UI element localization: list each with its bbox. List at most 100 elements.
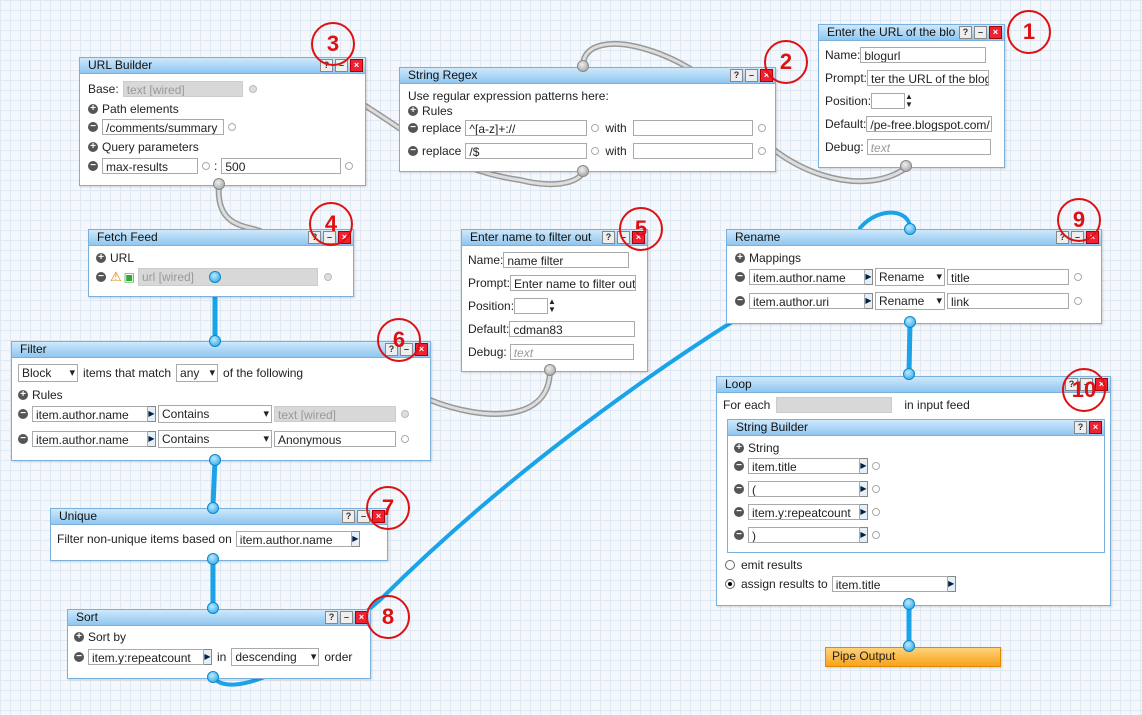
- sort-direction-select[interactable]: descending: [231, 648, 320, 666]
- default-input[interactable]: cdman83: [509, 321, 636, 337]
- match-mode-select[interactable]: any: [176, 364, 219, 382]
- field-dropdown-icon[interactable]: ▶: [351, 531, 360, 547]
- filter-input-terminal[interactable]: [209, 335, 221, 347]
- feed-add-icon[interactable]: ▣: [123, 270, 135, 284]
- debug-input[interactable]: text: [509, 344, 634, 360]
- regex-pattern-input[interactable]: ^[a-z]+://: [465, 120, 588, 136]
- add-icon[interactable]: +: [408, 106, 418, 116]
- fetch-feed-output-terminal[interactable]: [209, 271, 221, 283]
- field-dropdown-icon[interactable]: ▶: [148, 431, 156, 447]
- rule-value-terminal[interactable]: [401, 410, 409, 418]
- pipe-output-input-terminal[interactable]: [903, 640, 915, 652]
- pattern-terminal[interactable]: [591, 147, 600, 155]
- name-input[interactable]: name filter: [503, 252, 630, 268]
- sort-field-input[interactable]: item.y:repeatcount: [88, 649, 204, 665]
- field-dropdown-icon[interactable]: ▶: [204, 649, 212, 665]
- remove-icon[interactable]: −: [408, 146, 418, 156]
- sort-output-terminal[interactable]: [207, 671, 219, 683]
- regex-replacement-input[interactable]: [632, 120, 753, 136]
- close-icon[interactable]: ×: [350, 59, 363, 72]
- remove-icon[interactable]: −: [734, 507, 744, 517]
- minimize-icon[interactable]: –: [974, 26, 987, 39]
- help-icon[interactable]: ?: [1074, 421, 1087, 434]
- pattern-terminal[interactable]: [591, 124, 600, 132]
- query-value-terminal[interactable]: [345, 162, 354, 170]
- remove-icon[interactable]: −: [735, 272, 745, 282]
- help-icon[interactable]: ?: [602, 231, 615, 244]
- target-terminal[interactable]: [1074, 273, 1082, 281]
- add-icon[interactable]: +: [734, 443, 744, 453]
- filter-mode-select[interactable]: Block: [18, 364, 78, 382]
- query-value-input[interactable]: 500: [221, 158, 342, 174]
- url-input-module[interactable]: Enter the URL of the blo ?–× Name:blogur…: [818, 24, 1005, 168]
- name-filter-input-module[interactable]: Enter name to filter out ?–× Name:name f…: [461, 229, 648, 372]
- filter-module[interactable]: Filter ?–× Block items that match any of…: [11, 341, 431, 461]
- assign-field-input[interactable]: item.title: [831, 576, 948, 592]
- close-icon[interactable]: ×: [989, 26, 1002, 39]
- url-input-title[interactable]: Enter the URL of the blo ?–×: [819, 25, 1004, 41]
- string-part-input[interactable]: ): [748, 527, 860, 543]
- string-regex-title[interactable]: String Regex ?–×: [400, 68, 775, 84]
- position-input[interactable]: [871, 93, 906, 109]
- remove-icon[interactable]: −: [88, 161, 98, 171]
- remove-icon[interactable]: −: [96, 272, 106, 282]
- mapping-field-input[interactable]: item.author.uri: [749, 293, 865, 309]
- remove-icon[interactable]: −: [88, 122, 98, 132]
- unique-module[interactable]: Unique ?–× Filter non-unique items based…: [50, 508, 388, 561]
- loop-title[interactable]: Loop ?–×: [717, 377, 1110, 393]
- string-part-input[interactable]: item.title: [748, 458, 860, 474]
- sort-module[interactable]: Sort ?–× +Sort by − item.y:repeatcount▶ …: [67, 609, 371, 679]
- string-regex-output-terminal[interactable]: [577, 165, 589, 177]
- field-dropdown-icon[interactable]: ▶: [860, 481, 868, 497]
- assign-results-radio[interactable]: [725, 579, 735, 589]
- position-input[interactable]: [514, 298, 549, 314]
- regex-pattern-input[interactable]: /$: [465, 143, 588, 159]
- remove-icon[interactable]: −: [734, 461, 744, 471]
- unique-title[interactable]: Unique ?–×: [51, 509, 387, 525]
- mapping-target-input[interactable]: link: [947, 293, 1069, 309]
- rule-op-select[interactable]: Contains: [158, 405, 272, 423]
- path-terminal[interactable]: [228, 123, 236, 131]
- url-builder-module[interactable]: URL Builder ?–× Base: text [wired] +Path…: [79, 57, 366, 186]
- replacement-terminal[interactable]: [757, 124, 766, 132]
- pipe-output-title[interactable]: Pipe Output: [832, 649, 896, 663]
- help-icon[interactable]: ?: [342, 510, 355, 523]
- filter-title[interactable]: Filter ?–×: [12, 342, 430, 358]
- url-builder-output-terminal[interactable]: [213, 178, 225, 190]
- rule-value-input[interactable]: Anonymous: [274, 431, 396, 447]
- sort-title[interactable]: Sort ?–×: [68, 610, 370, 626]
- rule-field-input[interactable]: item.author.name: [32, 431, 148, 447]
- rename-input-terminal[interactable]: [904, 223, 916, 235]
- add-icon[interactable]: +: [88, 142, 98, 152]
- field-dropdown-icon[interactable]: ▶: [865, 293, 873, 309]
- mapping-field-input[interactable]: item.author.name: [749, 269, 865, 285]
- remove-icon[interactable]: −: [74, 652, 84, 662]
- prompt-input[interactable]: ter the URL of the blog: [867, 70, 990, 86]
- string-builder-module[interactable]: String Builder ?× +String − item.title▶ …: [727, 419, 1105, 553]
- path-element-input[interactable]: /comments/summary: [102, 119, 224, 135]
- help-icon[interactable]: ?: [959, 26, 972, 39]
- string-part-terminal[interactable]: [872, 531, 880, 539]
- default-input[interactable]: /pe-free.blogspot.com/: [866, 116, 993, 132]
- replacement-terminal[interactable]: [757, 147, 766, 155]
- string-part-terminal[interactable]: [872, 508, 880, 516]
- help-icon[interactable]: ?: [730, 69, 743, 82]
- string-part-input[interactable]: (: [748, 481, 860, 497]
- query-key-input[interactable]: max-results: [102, 158, 198, 174]
- name-input[interactable]: blogurl: [860, 47, 987, 63]
- rule-field-input[interactable]: item.author.name: [32, 406, 148, 422]
- filter-output-terminal[interactable]: [209, 454, 221, 466]
- add-icon[interactable]: +: [74, 632, 84, 642]
- field-dropdown-icon[interactable]: ▶: [947, 576, 956, 592]
- target-terminal[interactable]: [1074, 297, 1082, 305]
- string-regex-module[interactable]: String Regex ?–× Use regular expression …: [399, 67, 776, 172]
- url-terminal[interactable]: [324, 273, 332, 281]
- loop-output-terminal[interactable]: [903, 598, 915, 610]
- remove-icon[interactable]: −: [408, 123, 418, 133]
- prompt-input[interactable]: Enter name to filter out: [510, 275, 637, 291]
- minimize-icon[interactable]: –: [745, 69, 758, 82]
- rule-value-terminal[interactable]: [401, 435, 409, 443]
- sort-input-terminal[interactable]: [207, 602, 219, 614]
- rename-output-terminal[interactable]: [904, 316, 916, 328]
- remove-icon[interactable]: −: [18, 409, 28, 419]
